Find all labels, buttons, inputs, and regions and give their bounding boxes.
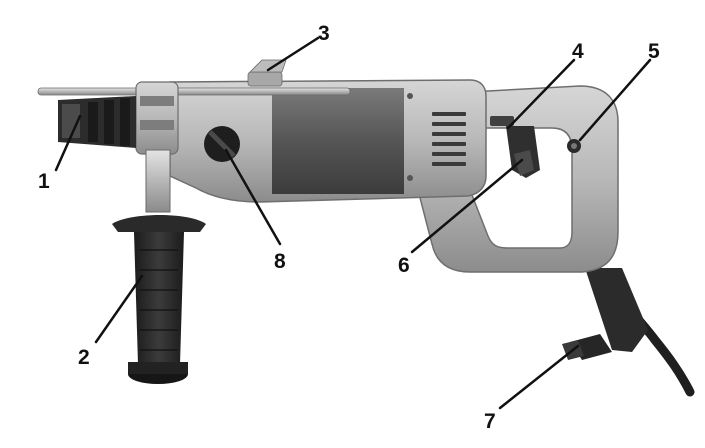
leader-line-5 xyxy=(578,58,652,142)
callout-5: 5 xyxy=(648,40,660,63)
front-collar xyxy=(135,81,179,155)
callout-1: 1 xyxy=(38,170,50,193)
leader-line-3 xyxy=(266,36,320,72)
power-cord xyxy=(562,267,695,397)
leader-line-1 xyxy=(54,114,82,172)
callout-7: 7 xyxy=(484,410,496,433)
side-handle xyxy=(112,149,206,384)
callout-4: 4 xyxy=(572,40,584,63)
motor-housing xyxy=(272,88,404,194)
callout-8: 8 xyxy=(274,250,286,273)
leader-lines xyxy=(54,36,652,410)
leader-line-7 xyxy=(498,344,580,410)
lock-button-shape xyxy=(490,116,514,126)
leader-line-2 xyxy=(94,274,144,344)
leader-line-8 xyxy=(224,148,282,246)
air-vents xyxy=(432,112,466,166)
depth-stop-rod xyxy=(37,59,351,96)
callout-6: 6 xyxy=(398,254,410,277)
leader-line-6 xyxy=(410,158,524,254)
drill-body xyxy=(169,79,487,203)
leader-line-4 xyxy=(506,58,576,130)
drill-chuck xyxy=(58,96,136,148)
callout-2: 2 xyxy=(78,346,90,369)
callout-3: 3 xyxy=(318,22,330,45)
callout-labels: 1 2 3 4 5 6 7 8 xyxy=(38,22,660,433)
